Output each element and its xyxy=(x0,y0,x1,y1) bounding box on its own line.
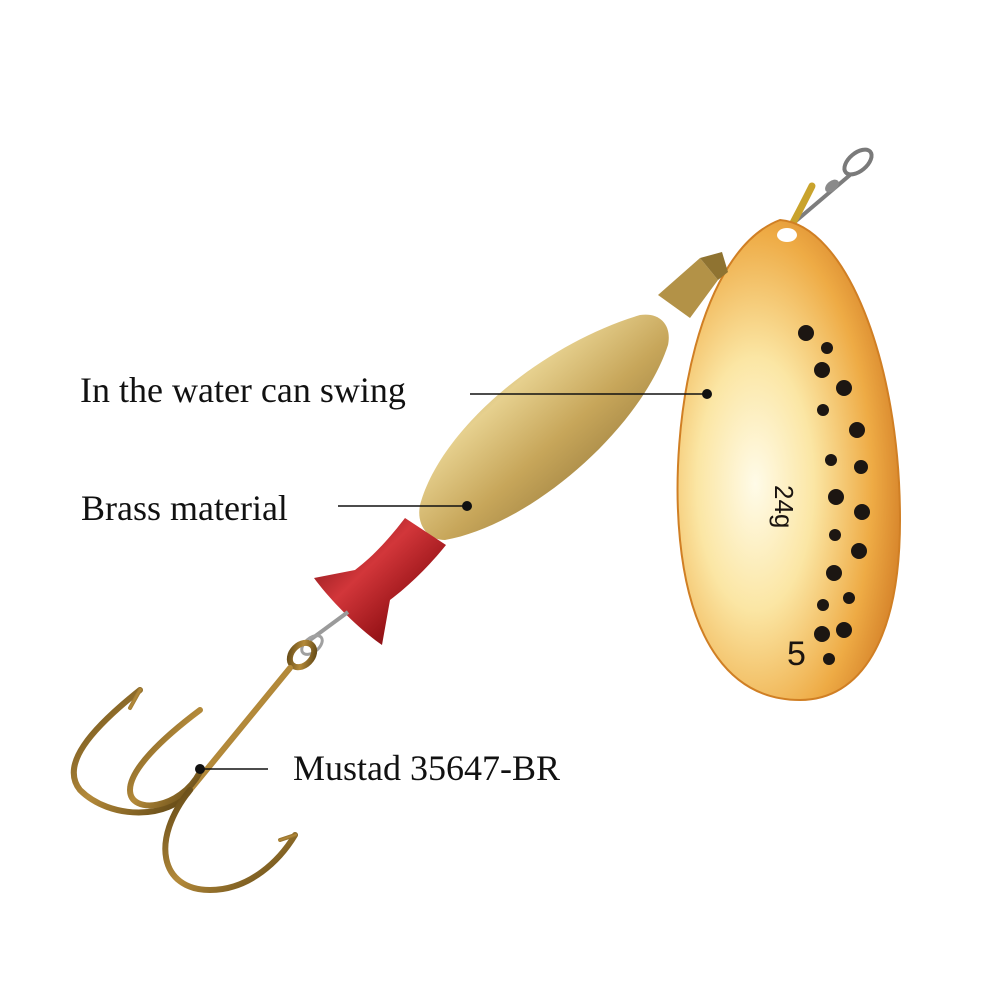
blade-spots xyxy=(798,325,870,665)
brass-body xyxy=(419,314,669,540)
treble-hook xyxy=(70,639,318,894)
callout-leader-hook xyxy=(195,764,268,774)
blade-size-marking: 5 xyxy=(787,635,806,673)
blade-weight-marking: 24g xyxy=(769,485,799,528)
callout-leader-brass xyxy=(338,501,472,511)
spinner-blade: 24g 5 xyxy=(676,218,902,702)
callout-label-hook: Mustad 35647-BR xyxy=(293,748,561,788)
red-collar xyxy=(314,518,446,645)
clevis-bead xyxy=(658,252,728,318)
callout-label-brass: Brass material xyxy=(81,488,288,528)
split-ring xyxy=(300,610,350,656)
callout-label-swing: In the water can swing xyxy=(80,370,406,410)
callout-leader-swing xyxy=(470,389,712,399)
